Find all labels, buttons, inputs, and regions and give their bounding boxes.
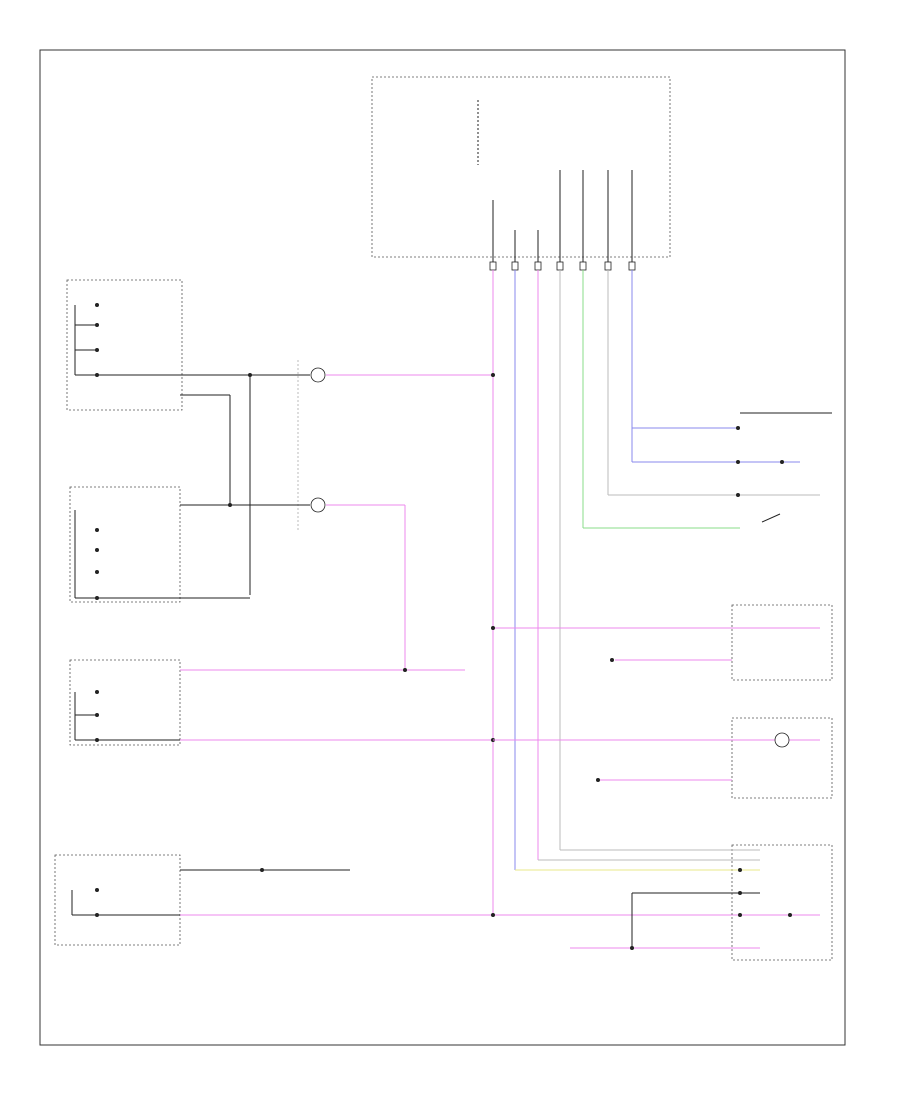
steering-audio-switch-contacts: [74, 510, 250, 600]
lighting-lamp: [774, 732, 790, 748]
clockspring-connector-1: [310, 367, 326, 383]
diagram-frame: [39, 49, 846, 1046]
message-switch-box: [69, 659, 181, 746]
lighting-switch-box: [731, 717, 833, 799]
ground-lighting: [596, 778, 600, 782]
splice-main-top: [491, 373, 495, 377]
instrument-cluster-contacts: [71, 888, 180, 917]
top-module-box: [371, 76, 671, 258]
splice-main-cargo: [491, 626, 495, 630]
steering-audio-switch-box: [69, 486, 181, 603]
message-switch-contacts: [74, 690, 180, 742]
splice-message: [403, 668, 407, 672]
rear-defrost-wires: [583, 426, 820, 529]
steering-cruise-switch-box: [66, 279, 183, 411]
top-module-pins: [492, 170, 633, 262]
top-module-connectors: [489, 261, 636, 271]
dash-light-switch-box: [731, 844, 833, 961]
instrument-cluster-box: [54, 854, 181, 946]
dash-light-wires: [515, 849, 792, 950]
splice-audio: [228, 503, 232, 507]
ground-cargo: [610, 658, 614, 662]
splice-main-bottom: [491, 913, 495, 917]
cargo-lamp-box: [731, 604, 833, 681]
steering-cruise-switch-contacts: [74, 303, 180, 377]
clockspring-connector-2: [310, 497, 326, 513]
splice-cluster: [260, 868, 264, 872]
